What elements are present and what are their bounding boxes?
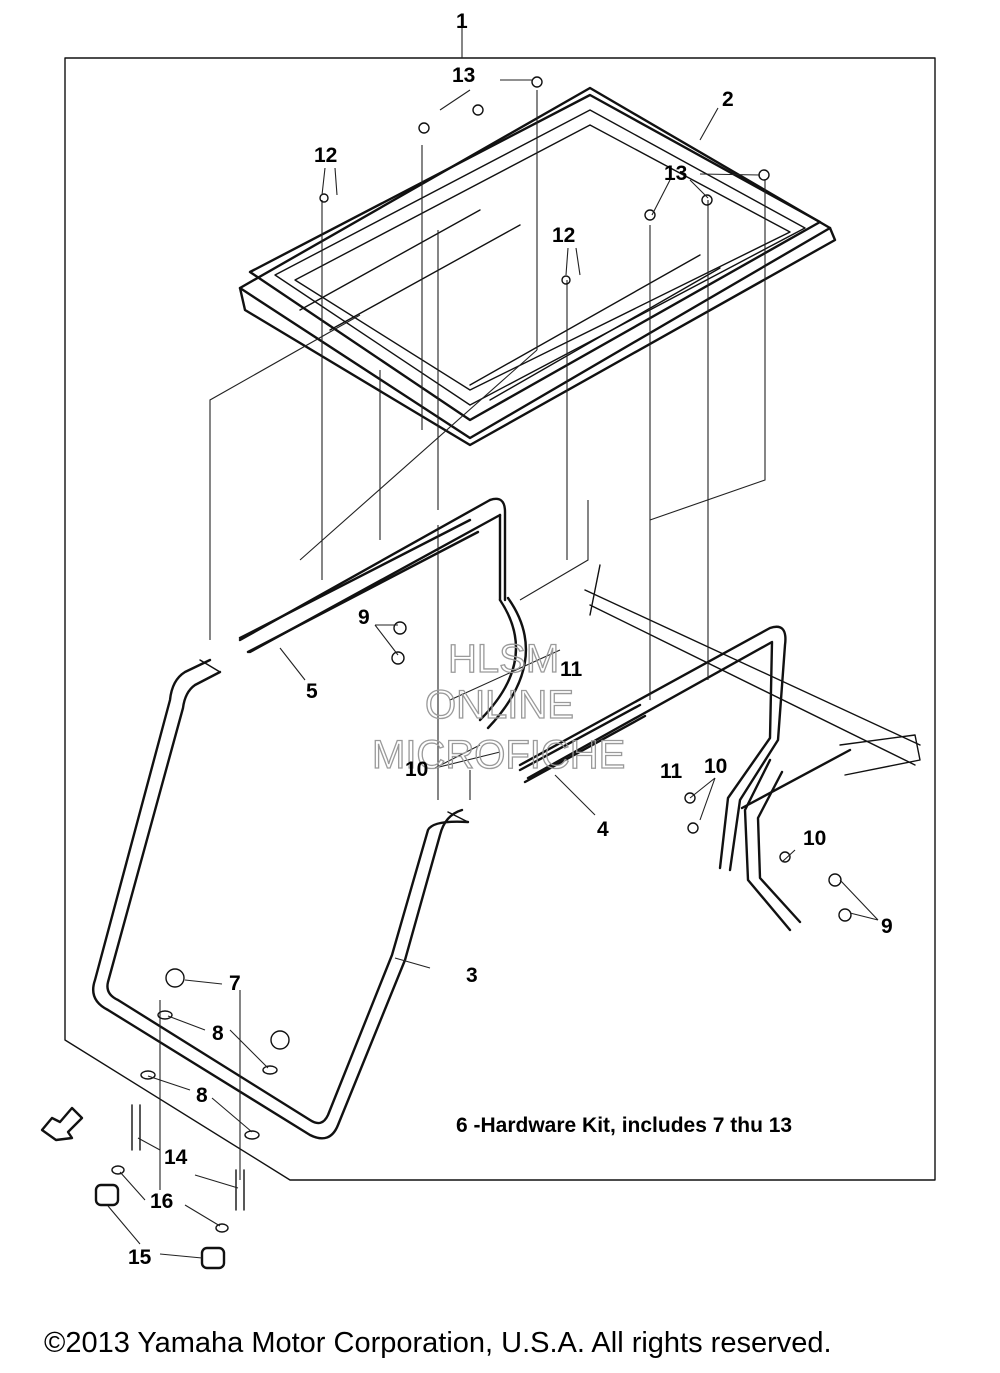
front-bow — [518, 625, 852, 932]
callout-9-left: 9 — [358, 606, 370, 629]
callout-14: 14 — [164, 1146, 188, 1169]
callout-7: 7 — [229, 972, 241, 995]
callout-12-center: 12 — [552, 224, 575, 247]
callout-15: 15 — [128, 1246, 152, 1269]
connector-tube-4 — [518, 703, 647, 784]
watermark-line1: HLSM — [448, 637, 559, 681]
hardware-kit-note: 6 -Hardware Kit, includes 7 thu 13 — [456, 1114, 793, 1137]
watermark-line2: ONLINE — [425, 683, 574, 727]
callout-arrows — [107, 28, 879, 1259]
assembly-outline — [64, 57, 936, 1181]
hardware-fasteners — [94, 76, 852, 1270]
callout-2: 2 — [722, 88, 734, 111]
arrow-icon — [40, 1106, 84, 1142]
callout-8-lower: 8 — [196, 1084, 208, 1107]
callout-11-center: 11 — [560, 658, 583, 681]
callout-5: 5 — [306, 680, 318, 703]
callout-11-right: 11 — [660, 760, 683, 783]
callout-12-left: 12 — [314, 144, 337, 167]
watermark-line3: MICROFICHE — [372, 733, 625, 777]
rear-frame — [238, 497, 921, 776]
callout-9-right: 9 — [881, 915, 893, 938]
callout-4: 4 — [597, 818, 609, 841]
callout-10-left: 10 — [405, 758, 428, 781]
callout-13-top: 13 — [452, 64, 475, 87]
front-frame — [91, 658, 470, 1140]
callout-10-lower: 10 — [803, 827, 826, 850]
callout-1: 1 — [456, 10, 468, 33]
copyright-notice: ©2013 Yamaha Motor Corporation, U.S.A. A… — [44, 1327, 832, 1359]
leader-lines — [159, 79, 766, 1190]
connector-tube-5 — [238, 518, 480, 654]
callout-3: 3 — [466, 964, 478, 987]
canopy-top — [238, 86, 837, 447]
callout-13-right: 13 — [664, 162, 687, 185]
callout-8-upper: 8 — [212, 1022, 224, 1045]
callout-16: 16 — [150, 1190, 173, 1213]
callout-10-right: 10 — [704, 755, 727, 778]
